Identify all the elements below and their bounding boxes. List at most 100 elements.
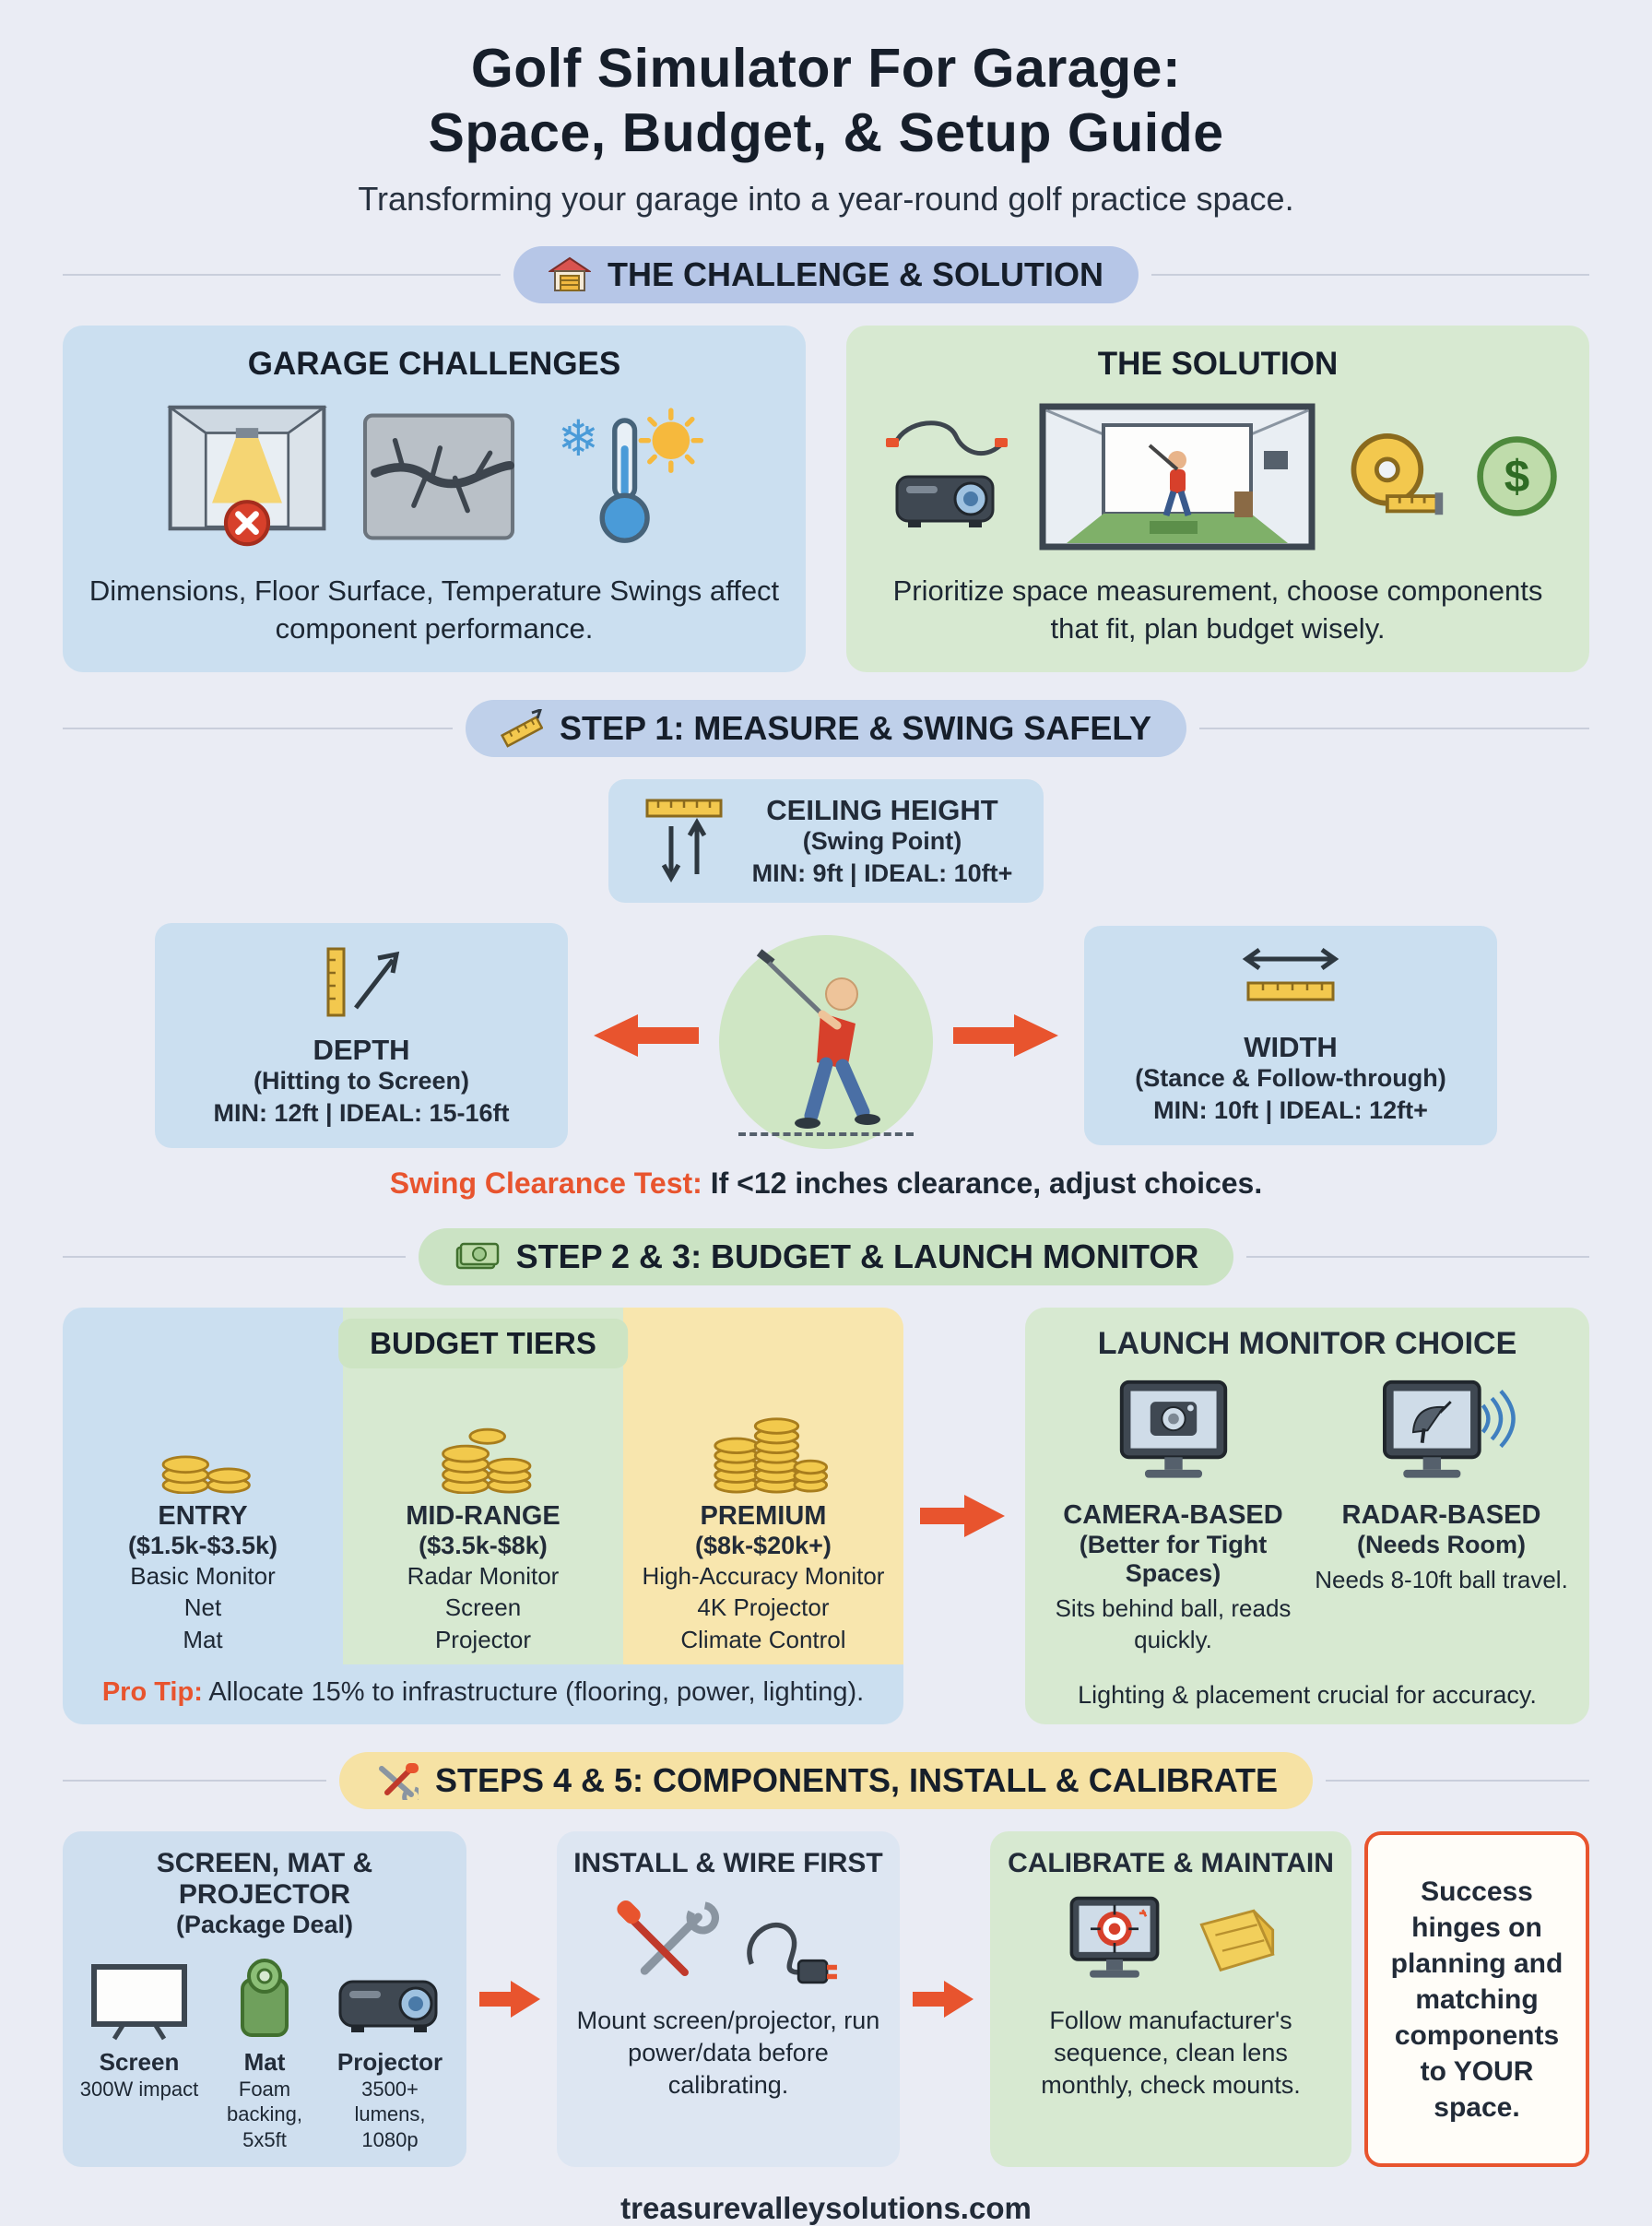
cracked-floor-icon: [356, 403, 522, 555]
tier-premium: PREMIUM ($8k-$20k+) High-Accuracy Monito…: [622, 1308, 903, 1664]
ground-line: [738, 1132, 914, 1137]
install-title: INSTALL & WIRE FIRST: [573, 1847, 883, 1878]
ceiling-height-icon: [640, 795, 728, 888]
launch-monitor-title: LAUNCH MONITOR CHOICE: [1097, 1326, 1517, 1362]
tier-mid-name: MID-RANGE: [406, 1501, 560, 1532]
budget-monitor-row: BUDGET TIERS ENTRY ($1.5k-$3.5k) Basic M…: [63, 1308, 1589, 1724]
install-text: Mount screen/projector, run power/data b…: [576, 2006, 880, 2100]
section-header-components: STEPS 4 & 5: COMPONENTS, INSTALL & CALIB…: [63, 1751, 1589, 1809]
width-subtitle: (Stance & Follow-through): [1135, 1064, 1446, 1093]
coins-medium-icon: [356, 1385, 610, 1495]
tier-mid-item: Screen: [444, 1593, 522, 1622]
camera-based-subtitle: (Better for Tight Spaces): [1079, 1531, 1268, 1588]
power-cable-icon: [737, 1899, 845, 1995]
components-pill: STEPS 4 & 5: COMPONENTS, INSTALL & CALIB…: [338, 1751, 1314, 1809]
footer-url: treasurevalleysolutions.com: [620, 2191, 1032, 2226]
budget-monitor-pill: STEP 2 & 3: BUDGET & LAUNCH MONITOR: [418, 1228, 1234, 1286]
package-item-desc: Foam backing, 5x5ft: [227, 2077, 302, 2151]
ceiling-height-subtitle: (Swing Point): [802, 827, 962, 856]
package-card: SCREEN, MAT & PROJECTOR (Package Deal) S…: [63, 1830, 466, 2168]
measure-mid-row: DEPTH (Hitting to Screen) MIN: 12ft | ID…: [63, 923, 1589, 1150]
section2-header-label: STEP 1: MEASURE & SWING SAFELY: [559, 709, 1152, 748]
golfer-circle: [719, 935, 933, 1150]
launch-monitor-note: Lighting & placement crucial for accurac…: [1078, 1680, 1537, 1709]
package-item-projector: Projector 3500+ lumens, 1080p: [330, 1952, 450, 2153]
package-items: Screen 300W impact Mat Foam backing, 5x5…: [79, 1952, 450, 2153]
target-monitor-icon: [1056, 1895, 1173, 1995]
calibrate-title: CALIBRATE & MAINTAIN: [1008, 1847, 1334, 1878]
section-header-challenge-solution: THE CHALLENGE & SOLUTION: [63, 246, 1589, 304]
depth-ruler-icon: [179, 943, 544, 1024]
tier-entry-item: Net: [183, 1593, 222, 1622]
radar-based-text: Needs 8-10ft ball travel.: [1315, 1566, 1568, 1594]
camera-based-column: CAMERA-BASED (Better for Tight Spaces) S…: [1045, 1375, 1301, 1674]
coins-large-icon: [636, 1385, 891, 1494]
package-item-name: Screen: [99, 2047, 180, 2076]
section1-header-label: THE CHALLENGE & SOLUTION: [608, 255, 1103, 294]
solution-title: THE SOLUTION: [1097, 346, 1339, 383]
section-header-measure: STEP 1: MEASURE & SWING SAFELY: [63, 700, 1589, 758]
launch-monitor-columns: CAMERA-BASED (Better for Tight Spaces) S…: [1045, 1375, 1569, 1674]
arrow-left-icon: [588, 1010, 699, 1061]
ceiling-height-title: CEILING HEIGHT: [766, 794, 998, 827]
pro-tip: Pro Tip: Allocate 15% to infrastructure …: [63, 1664, 903, 1724]
package-item-desc: 3500+ lumens, 1080p: [354, 2077, 426, 2151]
width-ruler-icon: [1108, 946, 1473, 1022]
ceiling-height-card: CEILING HEIGHT (Swing Point) MIN: 9ft | …: [608, 779, 1044, 904]
depth-title: DEPTH: [313, 1034, 410, 1067]
swing-clearance-label: Swing Clearance Test:: [389, 1166, 702, 1201]
ceiling-height-textblock: CEILING HEIGHT (Swing Point) MIN: 9ft | …: [752, 794, 1013, 888]
title-line1: Golf Simulator For Garage:: [470, 38, 1182, 99]
radar-based-subtitle: (Needs Room): [1356, 1531, 1526, 1559]
title-line2: Space, Budget, & Setup Guide: [428, 101, 1224, 163]
mat-icon: [222, 1952, 307, 2041]
calibrate-card: CALIBRATE & MAINTAIN: [990, 1830, 1351, 2168]
infographic-page: Golf Simulator For Garage: Space, Budget…: [63, 37, 1589, 2226]
coins-small-icon: [76, 1385, 330, 1495]
package-item-desc: 300W impact: [79, 2077, 199, 2101]
page-subtitle: Transforming your garage into a year-rou…: [358, 180, 1294, 219]
measure-pill: STEP 1: MEASURE & SWING SAFELY: [465, 700, 1187, 758]
garage-challenges-icons: ❄: [88, 401, 780, 556]
dollar-coin-icon: $: [1473, 432, 1561, 525]
arrow-right-icon: [920, 1489, 1009, 1543]
calibrate-text: Follow manufacturer's sequence, clean le…: [1041, 2006, 1301, 2100]
svg-text:$: $: [1504, 452, 1529, 503]
camera-based-title: CAMERA-BASED: [1063, 1500, 1283, 1531]
depth-card: DEPTH (Hitting to Screen) MIN: 12ft | ID…: [155, 923, 568, 1149]
temperature-swings-icon: ❄: [548, 403, 704, 555]
install-card: INSTALL & WIRE FIRST: [557, 1830, 900, 2168]
wrench-screwdriver-icon: [611, 1899, 720, 1995]
pro-tip-text: Allocate 15% to infrastructure (flooring…: [202, 1676, 865, 1707]
depth-specs: MIN: 12ft | IDEAL: 15-16ft: [213, 1099, 510, 1128]
tier-entry-price: ($1.5k-$3.5k): [127, 1532, 278, 1560]
garage-challenges-text: Dimensions, Floor Surface, Temperature S…: [88, 574, 780, 645]
swing-clearance-note: Swing Clearance Test: If <12 inches clea…: [63, 1166, 1589, 1201]
package-item-name: Projector: [336, 2047, 443, 2076]
pro-tip-label: Pro Tip:: [101, 1676, 203, 1707]
tier-entry-item: Mat: [183, 1625, 223, 1653]
solution-icons: $: [872, 401, 1564, 556]
tier-entry-name: ENTRY: [158, 1501, 248, 1532]
width-title: WIDTH: [1244, 1031, 1338, 1064]
ceiling-height-specs: MIN: 9ft | IDEAL: 10ft+: [751, 859, 1013, 888]
width-card: WIDTH (Stance & Follow-through) MIN: 10f…: [1084, 926, 1497, 1146]
tier-entry-item: Basic Monitor: [130, 1562, 276, 1591]
launch-monitor-block: LAUNCH MONITOR CHOICE: [1025, 1308, 1589, 1724]
radar-based-column: RADAR-BASED (Needs Room) Needs 8-10ft ba…: [1314, 1375, 1569, 1674]
budget-tiers-title: BUDGET TIERS: [338, 1319, 628, 1369]
ceiling-row: CEILING HEIGHT (Swing Point) MIN: 9ft | …: [63, 779, 1589, 904]
solution-text: Prioritize space measurement, choose com…: [892, 574, 1543, 645]
arrow-right-icon: [953, 1010, 1064, 1061]
cables-projector-icon: [875, 408, 1013, 551]
budget-tier-columns: ENTRY ($1.5k-$3.5k) Basic Monitor Net Ma…: [63, 1308, 903, 1664]
measuring-tape-icon: [1341, 425, 1447, 533]
ruler-icon: [500, 709, 543, 748]
radar-monitor-icon: [1314, 1375, 1569, 1497]
arrow-right-icon: [479, 1975, 544, 2023]
tier-mid-item: Radar Monitor: [407, 1562, 560, 1591]
tier-premium-name: PREMIUM: [700, 1501, 827, 1532]
package-item-screen: Screen 300W impact: [79, 1952, 199, 2153]
svg-text:❄: ❄: [558, 411, 599, 467]
package-item-name: Mat: [243, 2047, 286, 2076]
